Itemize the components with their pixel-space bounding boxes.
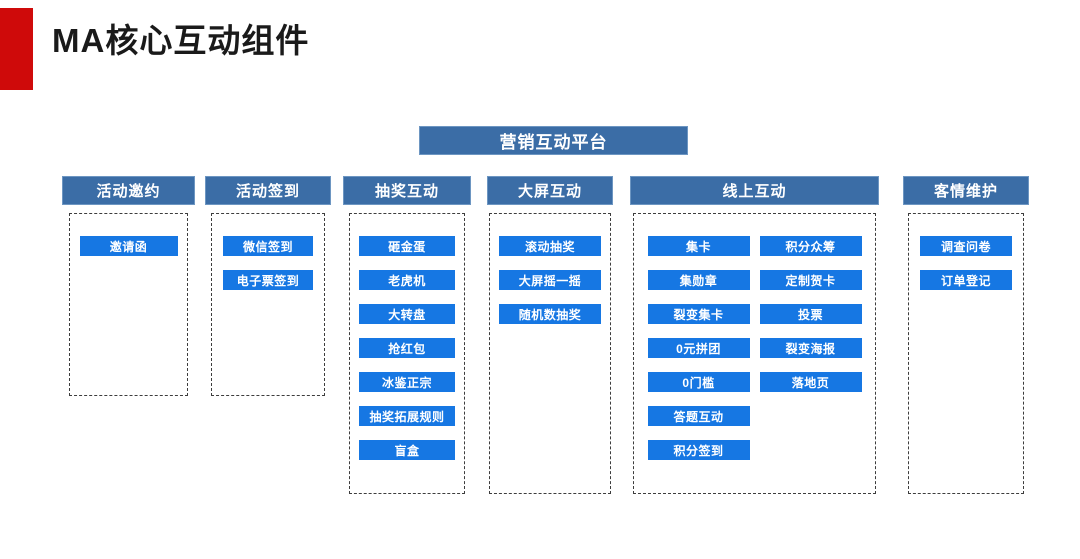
column-body-3: 砸金蛋老虎机大转盘抢红包冰鉴正宗抽奖拓展规则盲盒 <box>349 213 465 494</box>
component-item[interactable]: 裂变集卡 <box>647 304 750 324</box>
component-item[interactable]: 邀请函 <box>79 236 178 256</box>
component-item[interactable]: 定制贺卡 <box>759 270 862 290</box>
column-body-5: 集卡集勋章裂变集卡 0元拼团 0门槛答题互动积分签到 积分众筹定制贺卡投票裂变海报落地… <box>633 213 876 494</box>
component-item[interactable]: 裂变海报 <box>759 338 862 358</box>
item-stack-1-1: 邀请函 <box>79 236 178 256</box>
component-item[interactable]: 调查问卷 <box>920 236 1012 256</box>
component-item[interactable]: 投票 <box>759 304 862 324</box>
component-item[interactable]: 抽奖拓展规则 <box>359 406 455 426</box>
component-item[interactable]: 滚动抽奖 <box>499 236 601 256</box>
item-stack-5-2: 积分众筹定制贺卡投票裂变海报落地页 <box>759 236 862 392</box>
component-item[interactable]: 老虎机 <box>359 270 455 290</box>
component-item[interactable]: 0门槛 <box>647 372 750 392</box>
column-body-6: 调查问卷订单登记 <box>908 213 1024 494</box>
diagram-column-1: 活动邀约邀请函 <box>62 176 195 396</box>
component-item[interactable]: 积分众筹 <box>759 236 862 256</box>
column-header-2[interactable]: 活动签到 <box>205 176 331 205</box>
component-item[interactable]: 随机数抽奖 <box>499 304 601 324</box>
column-header-3[interactable]: 抽奖互动 <box>343 176 471 205</box>
component-item[interactable]: 积分签到 <box>647 440 750 460</box>
component-item[interactable]: 电子票签到 <box>223 270 313 290</box>
diagram-column-6: 客情维护调查问卷订单登记 <box>903 176 1029 494</box>
component-item[interactable]: 冰鉴正宗 <box>359 372 455 392</box>
page-title: MA核心互动组件 <box>52 22 310 59</box>
component-item[interactable]: 答题互动 <box>647 406 750 426</box>
column-header-6[interactable]: 客情维护 <box>903 176 1029 205</box>
column-header-4[interactable]: 大屏互动 <box>487 176 613 205</box>
item-stack-5-1: 集卡集勋章裂变集卡 0元拼团 0门槛答题互动积分签到 <box>647 236 750 460</box>
component-item[interactable]: 大屏摇一摇 <box>499 270 601 290</box>
diagram-column-3: 抽奖互动砸金蛋老虎机大转盘抢红包冰鉴正宗抽奖拓展规则盲盒 <box>343 176 471 494</box>
component-item[interactable]: 订单登记 <box>920 270 1012 290</box>
diagram-column-4: 大屏互动滚动抽奖大屏摇一摇随机数抽奖 <box>487 176 613 494</box>
column-body-1: 邀请函 <box>69 213 188 396</box>
component-item[interactable]: 砸金蛋 <box>359 236 455 256</box>
component-item[interactable]: 盲盒 <box>359 440 455 460</box>
diagram-column-2: 活动签到微信签到电子票签到 <box>205 176 331 396</box>
column-header-5[interactable]: 线上互动 <box>630 176 879 205</box>
diagram-column-5: 线上互动集卡集勋章裂变集卡 0元拼团 0门槛答题互动积分签到 积分众筹定制贺卡投票裂变… <box>630 176 879 494</box>
column-body-2: 微信签到电子票签到 <box>211 213 325 396</box>
column-body-4: 滚动抽奖大屏摇一摇随机数抽奖 <box>489 213 611 494</box>
component-item[interactable]: 落地页 <box>759 372 862 392</box>
component-item[interactable]: 抢红包 <box>359 338 455 358</box>
component-item[interactable]: 集卡 <box>647 236 750 256</box>
component-item[interactable]: 大转盘 <box>359 304 455 324</box>
item-stack-2-1: 微信签到电子票签到 <box>223 236 313 290</box>
root-node-marketing-platform[interactable]: 营销互动平台 <box>419 126 688 155</box>
column-header-1[interactable]: 活动邀约 <box>62 176 195 205</box>
item-stack-6-1: 调查问卷订单登记 <box>920 236 1012 290</box>
component-item[interactable]: 集勋章 <box>647 270 750 290</box>
item-stack-3-1: 砸金蛋老虎机大转盘抢红包冰鉴正宗抽奖拓展规则盲盒 <box>359 236 455 460</box>
component-item[interactable]: 0元拼团 <box>647 338 750 358</box>
item-stack-4-1: 滚动抽奖大屏摇一摇随机数抽奖 <box>499 236 601 324</box>
title-accent-bar <box>0 8 33 90</box>
component-item[interactable]: 微信签到 <box>223 236 313 256</box>
